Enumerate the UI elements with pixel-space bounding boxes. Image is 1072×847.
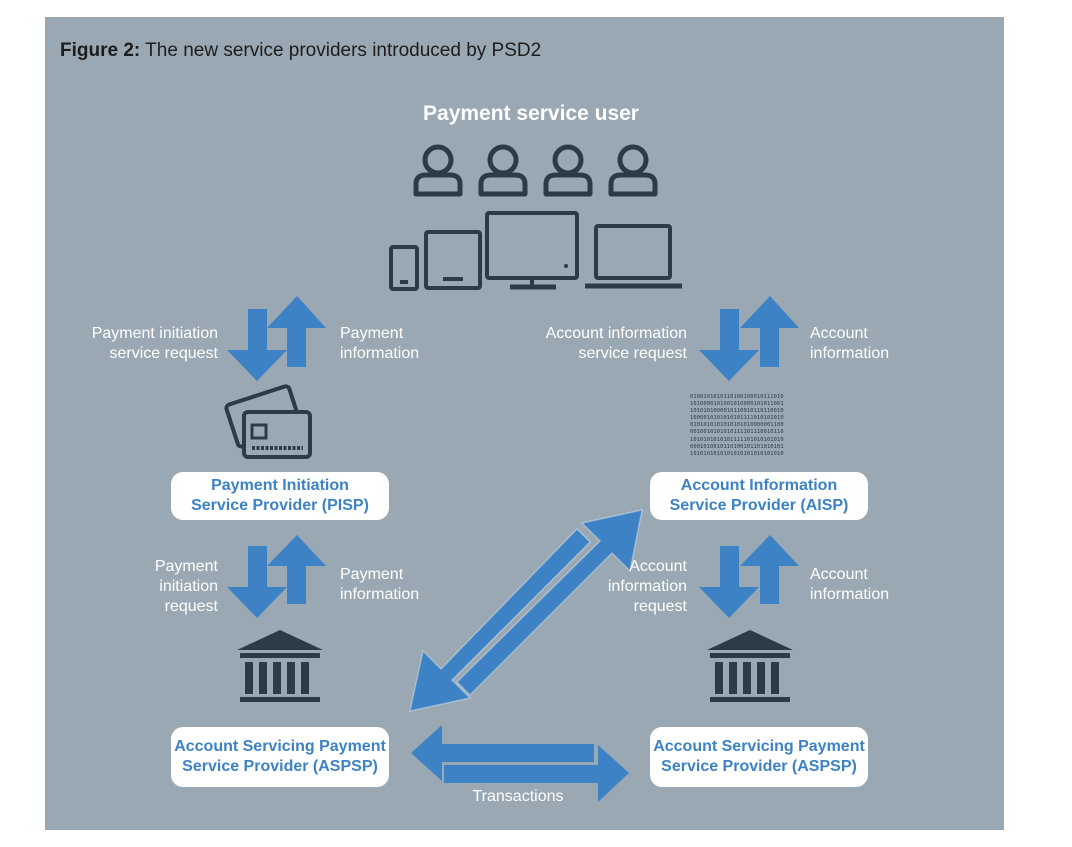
bank-icon bbox=[237, 630, 323, 702]
diagonal-arrows bbox=[409, 509, 643, 712]
figure-title: Figure 2: The new service providers intr… bbox=[60, 40, 542, 61]
credit-card-icon bbox=[224, 384, 312, 459]
arrow-pair-top-right bbox=[699, 296, 799, 381]
arrow-pair-top-left bbox=[227, 296, 326, 381]
transactions-label: Transactions bbox=[472, 788, 564, 805]
arrow-pair-bottom-left bbox=[227, 535, 326, 618]
laptop-icon bbox=[585, 224, 682, 289]
user-icon bbox=[543, 144, 593, 197]
arrow-pair-bottom-right bbox=[699, 535, 799, 618]
phone-icon bbox=[389, 245, 419, 291]
bank-icon bbox=[707, 630, 793, 702]
tablet-icon bbox=[424, 230, 482, 290]
user-icon bbox=[608, 144, 658, 197]
figure-panel bbox=[45, 17, 1004, 830]
payment-service-user-heading: Payment service user bbox=[423, 102, 639, 125]
user-icon bbox=[413, 144, 463, 197]
monitor-icon bbox=[485, 211, 579, 290]
transaction-arrows bbox=[411, 725, 629, 802]
user-icon bbox=[478, 144, 528, 197]
